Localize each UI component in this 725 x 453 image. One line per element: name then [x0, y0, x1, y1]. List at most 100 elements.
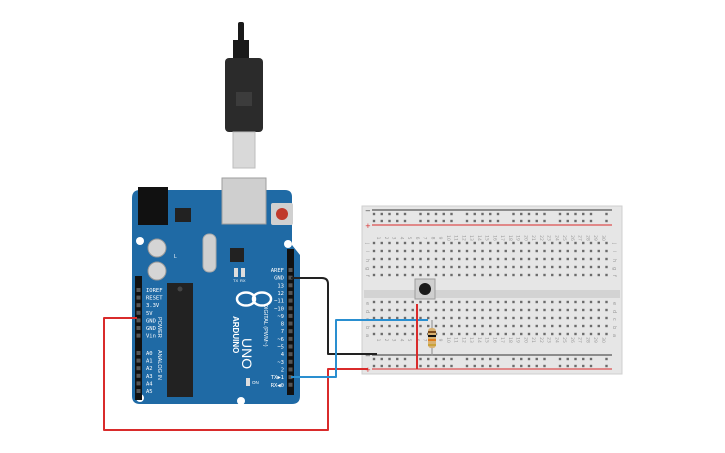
breadboard-hole[interactable]	[450, 324, 453, 328]
breadboard-hole[interactable]	[380, 219, 383, 223]
wire-pin2-to-button[interactable]	[291, 319, 428, 378]
breadboard-hole[interactable]	[388, 316, 391, 320]
breadboard-hole[interactable]	[481, 219, 484, 223]
breadboard-hole[interactable]	[419, 241, 422, 245]
breadboard-hole[interactable]	[388, 273, 391, 277]
breadboard-hole[interactable]	[605, 357, 608, 361]
breadboard-hole[interactable]	[419, 212, 422, 216]
digital-pin[interactable]	[288, 321, 293, 326]
breadboard-hole[interactable]	[481, 249, 484, 253]
power-pin[interactable]	[136, 295, 141, 300]
breadboard-hole[interactable]	[605, 257, 608, 261]
breadboard-hole[interactable]	[582, 241, 585, 245]
breadboard-hole[interactable]	[489, 219, 492, 223]
breadboard-hole[interactable]	[551, 316, 554, 320]
breadboard-hole[interactable]	[574, 241, 577, 245]
breadboard-hole[interactable]	[535, 364, 538, 368]
analog-pin[interactable]	[136, 358, 141, 363]
breadboard-hole[interactable]	[372, 241, 376, 245]
breadboard-hole[interactable]	[442, 324, 445, 328]
breadboard-hole[interactable]	[504, 332, 507, 336]
breadboard-hole[interactable]	[427, 249, 430, 253]
breadboard-hole[interactable]	[396, 332, 399, 336]
breadboard-hole[interactable]	[512, 316, 515, 320]
breadboard-hole[interactable]	[535, 273, 538, 277]
breadboard-hole[interactable]	[380, 357, 383, 361]
breadboard-hole[interactable]	[380, 324, 383, 328]
breadboard-hole[interactable]	[496, 265, 500, 269]
breadboard-hole[interactable]	[496, 212, 500, 216]
breadboard-hole[interactable]	[558, 324, 562, 328]
breadboard-hole[interactable]	[419, 357, 422, 361]
breadboard-hole[interactable]	[427, 364, 430, 368]
breadboard-hole[interactable]	[450, 273, 453, 277]
digital-pin[interactable]	[288, 329, 293, 334]
breadboard-hole[interactable]	[489, 300, 492, 304]
breadboard-hole[interactable]	[465, 364, 469, 368]
breadboard-hole[interactable]	[465, 308, 469, 312]
breadboard-hole[interactable]	[396, 364, 399, 368]
wire-5v-to-plus-rail[interactable]	[103, 317, 368, 431]
breadboard-hole[interactable]	[481, 364, 484, 368]
breadboard-hole[interactable]	[380, 241, 383, 245]
breadboard-hole[interactable]	[489, 332, 492, 336]
breadboard-hole[interactable]	[589, 316, 593, 320]
breadboard-hole[interactable]	[582, 324, 585, 328]
breadboard-hole[interactable]	[372, 308, 376, 312]
breadboard-hole[interactable]	[527, 212, 531, 216]
breadboard-hole[interactable]	[589, 300, 593, 304]
breadboard-hole[interactable]	[574, 249, 577, 253]
breadboard-hole[interactable]	[411, 257, 414, 261]
breadboard-hole[interactable]	[372, 332, 376, 336]
breadboard-hole[interactable]	[535, 265, 538, 269]
digital-pin[interactable]	[288, 367, 293, 372]
breadboard-hole[interactable]	[551, 249, 554, 253]
breadboard-hole[interactable]	[551, 324, 554, 328]
breadboard-hole[interactable]	[574, 324, 577, 328]
breadboard-hole[interactable]	[512, 219, 515, 223]
breadboard-hole[interactable]	[403, 357, 407, 361]
breadboard-hole[interactable]	[465, 257, 469, 261]
breadboard-hole[interactable]	[380, 308, 383, 312]
breadboard-hole[interactable]	[450, 357, 453, 361]
breadboard-hole[interactable]	[388, 324, 391, 328]
digital-pin[interactable]	[288, 290, 293, 295]
breadboard-hole[interactable]	[535, 316, 538, 320]
breadboard-hole[interactable]	[520, 212, 523, 216]
breadboard-hole[interactable]	[465, 265, 469, 269]
breadboard-hole[interactable]	[434, 249, 438, 253]
breadboard-hole[interactable]	[527, 308, 531, 312]
breadboard-hole[interactable]	[504, 249, 507, 253]
analog-pin[interactable]	[136, 389, 141, 393]
breadboard-hole[interactable]	[582, 249, 585, 253]
breadboard-hole[interactable]	[380, 364, 383, 368]
resistor[interactable]	[428, 320, 436, 356]
breadboard-hole[interactable]	[403, 364, 407, 368]
breadboard-hole[interactable]	[489, 249, 492, 253]
breadboard-hole[interactable]	[489, 241, 492, 245]
breadboard-hole[interactable]	[450, 364, 453, 368]
breadboard-hole[interactable]	[551, 308, 554, 312]
breadboard-hole[interactable]	[372, 357, 376, 361]
breadboard-hole[interactable]	[589, 249, 593, 253]
digital-pin[interactable]	[288, 382, 293, 387]
breadboard-hole[interactable]	[442, 241, 445, 245]
breadboard-hole[interactable]	[597, 241, 600, 245]
breadboard-hole[interactable]	[473, 265, 476, 269]
breadboard-hole[interactable]	[396, 357, 399, 361]
breadboard-hole[interactable]	[566, 219, 569, 223]
breadboard-hole[interactable]	[372, 219, 376, 223]
breadboard-hole[interactable]	[473, 357, 476, 361]
breadboard-hole[interactable]	[589, 241, 593, 245]
breadboard-hole[interactable]	[434, 212, 438, 216]
breadboard-hole[interactable]	[419, 265, 422, 269]
breadboard-hole[interactable]	[520, 357, 523, 361]
breadboard-hole[interactable]	[597, 249, 600, 253]
breadboard-hole[interactable]	[566, 308, 569, 312]
breadboard-hole[interactable]	[520, 308, 523, 312]
breadboard-hole[interactable]	[465, 249, 469, 253]
breadboard-hole[interactable]	[396, 265, 399, 269]
breadboard-hole[interactable]	[388, 300, 391, 304]
digital-pin[interactable]	[288, 298, 293, 303]
breadboard-hole[interactable]	[535, 332, 538, 336]
